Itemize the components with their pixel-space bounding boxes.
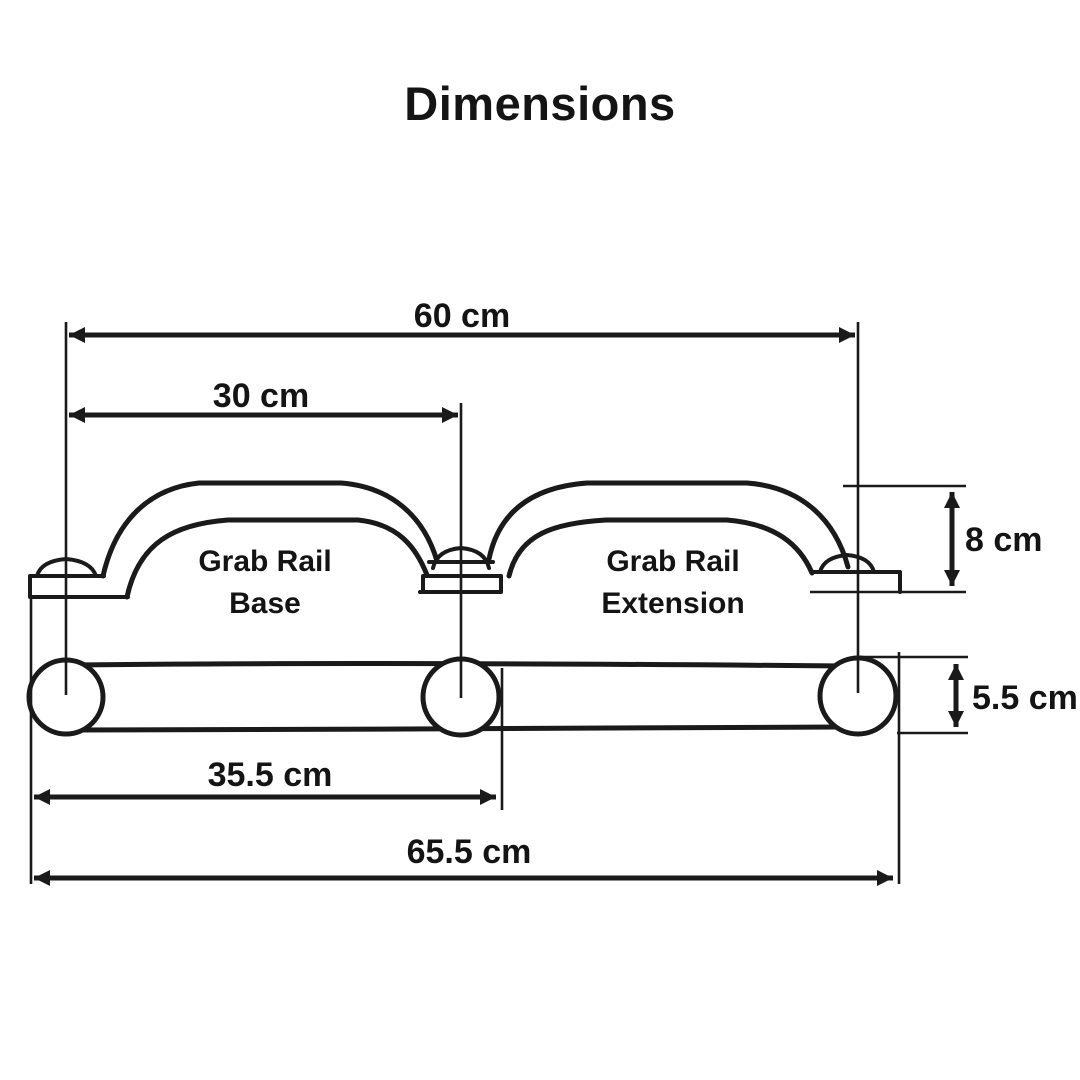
extension-right-flange-plate (810, 570, 902, 594)
extension-inner-contour (506, 517, 815, 579)
rail-plan-view (26, 655, 899, 738)
dim-label-bottom-base: 35.5 cm (208, 756, 333, 794)
base-left-flange-plate (28, 574, 130, 599)
grab-rail-extension-drawing (486, 480, 902, 594)
dim-label-bottom-overall: 65.5 cm (407, 833, 532, 871)
extension-lines (29, 322, 968, 884)
dimension-lines (34, 327, 964, 886)
dim-label-rail-height: 8 cm (965, 521, 1043, 559)
grab-rail-base-drawing (28, 480, 440, 600)
part-label-base-line1: Grab Rail (198, 545, 331, 578)
dimension-labels: 60 cm 30 cm 8 cm 5.5 cm 35.5 cm 65.5 cm (208, 297, 1078, 871)
dim-label-top-base: 30 cm (213, 377, 309, 415)
base-inner-contour (124, 517, 430, 600)
part-label-base-line2: Base (229, 587, 301, 620)
dim-label-tube-diameter: 5.5 cm (972, 679, 1078, 717)
part-label-extension-line2: Extension (601, 587, 744, 620)
part-label-extension-line1: Grab Rail (606, 545, 739, 578)
dim-label-top-overall: 60 cm (414, 297, 510, 335)
extension-right-flange-dome (818, 553, 876, 574)
part-labels: Grab Rail Base Grab Rail Extension (198, 545, 744, 620)
extension-outer-contour (486, 480, 851, 570)
base-outer-contour (100, 480, 440, 579)
page-title: Dimensions (404, 77, 676, 130)
